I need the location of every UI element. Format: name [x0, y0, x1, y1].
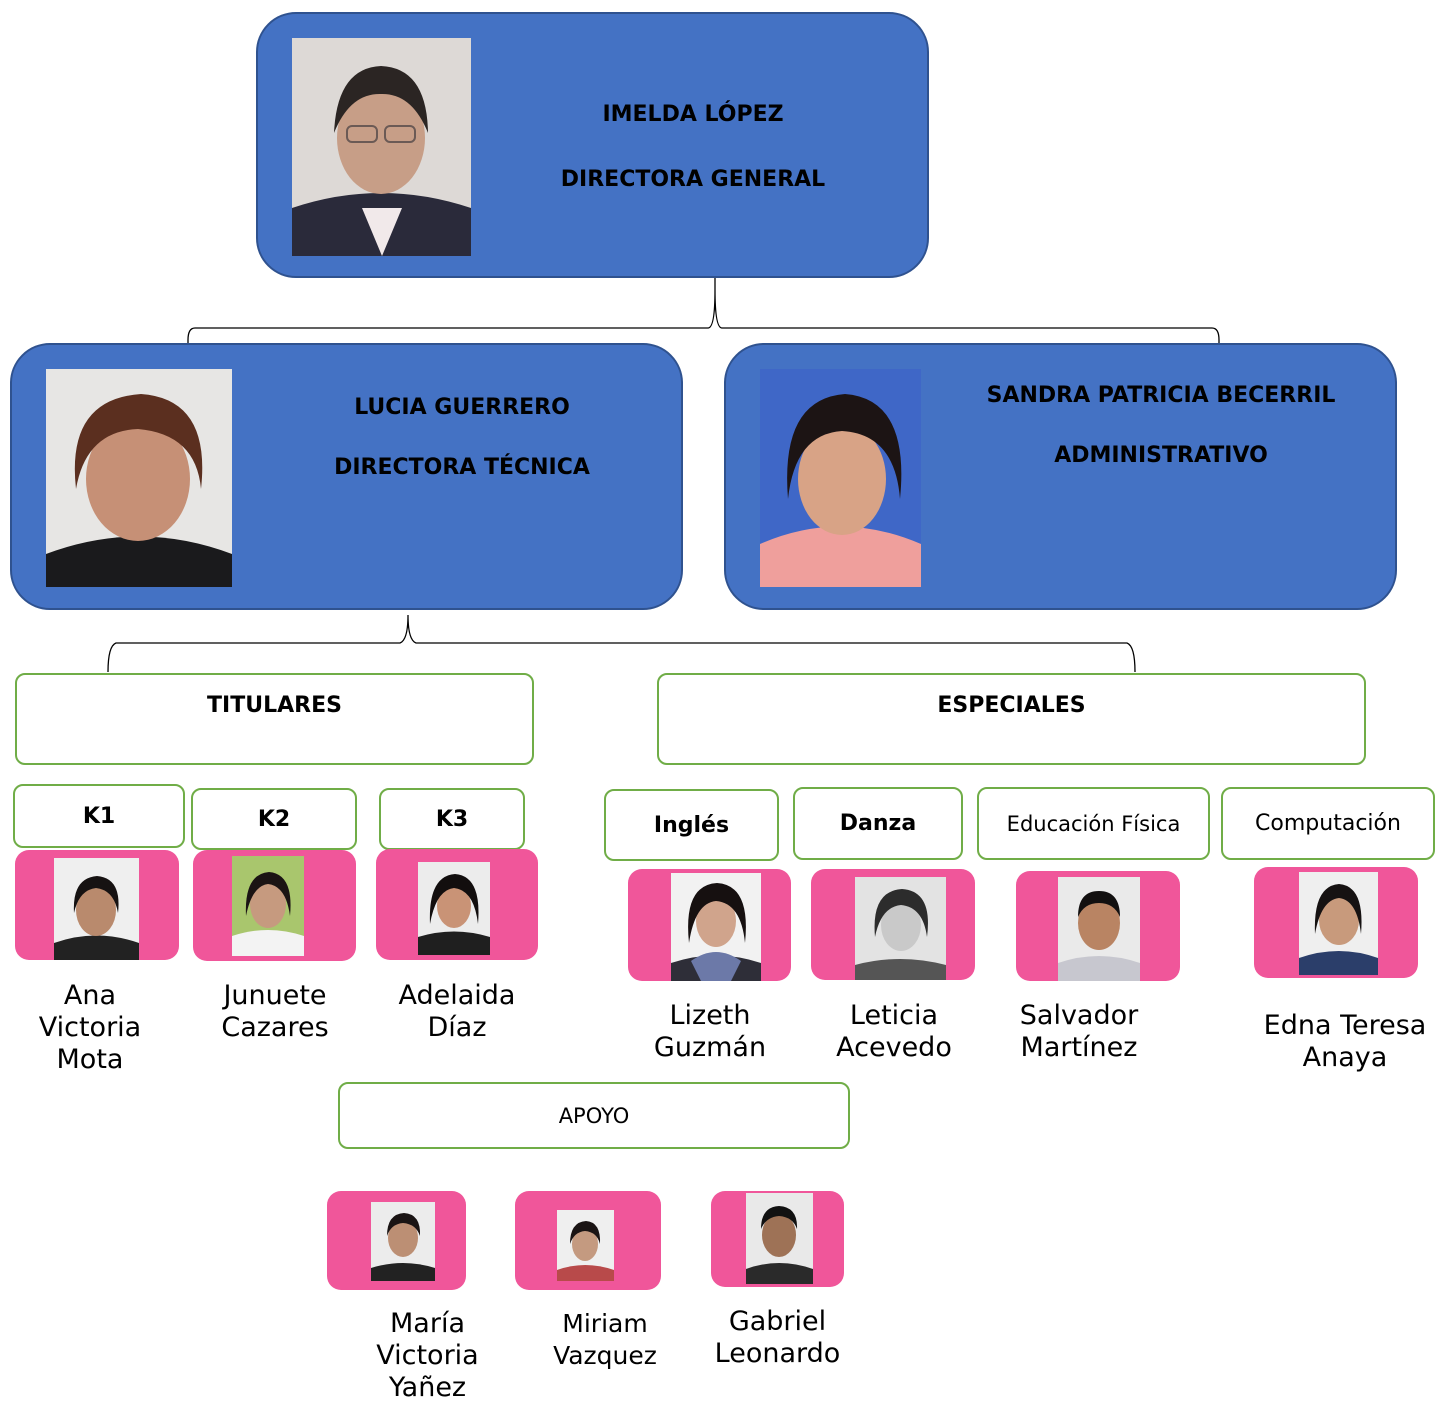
titulares-box: TITULARES — [15, 673, 534, 765]
connector-tecnica — [107, 614, 1136, 673]
grade-k2-box: K2 — [191, 788, 357, 850]
danza-photo — [855, 877, 946, 980]
staff-name-k1: Ana Victoria Mota — [38, 980, 142, 1075]
apoyo-box: APOYO — [338, 1082, 850, 1149]
director-name: IMELDA LÓPEZ — [602, 102, 784, 127]
photo-card-apoyo2 — [515, 1191, 661, 1290]
subject-danza-box: Danza — [793, 787, 963, 860]
ingles-photo — [671, 873, 761, 981]
tecnica-name: LUCIA GUERRERO — [354, 395, 570, 420]
staff-name-apoyo1: María Victoria Yañez — [376, 1308, 479, 1403]
photo-card-k2 — [193, 850, 356, 961]
photo-card-ingles — [628, 869, 791, 981]
connector-director — [187, 265, 1220, 400]
apoyo2-photo — [557, 1210, 614, 1281]
director-photo — [292, 38, 471, 256]
photo-card-apoyo1 — [327, 1191, 466, 1290]
subject-computacion-box: Computación — [1221, 787, 1435, 860]
computacion-photo — [1299, 872, 1378, 975]
photo-card-computacion — [1254, 867, 1418, 978]
tecnica-role: DIRECTORA TÉCNICA — [334, 455, 590, 480]
admin-photo — [760, 369, 921, 587]
grade-k1-box: K1 — [13, 784, 185, 848]
k1-photo — [54, 858, 139, 960]
admin-role: ADMINISTRATIVO — [1054, 443, 1268, 468]
director-role: DIRECTORA GENERAL — [560, 167, 826, 192]
admin-card: SANDRA PATRICIA BECERRIL ADMINISTRATIVO — [724, 343, 1397, 610]
staff-name-apoyo2: Miriam Vazquez — [553, 1309, 657, 1370]
photo-card-edfisica — [1016, 871, 1180, 981]
k2-photo — [232, 856, 304, 956]
staff-name-computacion: Edna Teresa Anaya — [1263, 1010, 1427, 1073]
staff-name-k3: Adelaida Díaz — [398, 980, 516, 1043]
photo-card-apoyo3 — [711, 1191, 844, 1287]
staff-name-danza: Leticia Acevedo — [836, 1000, 952, 1063]
tecnica-card: LUCIA GUERRERO DIRECTORA TÉCNICA — [10, 343, 683, 610]
k3-photo — [418, 862, 490, 955]
subject-edfisica-box: Educación Física — [977, 787, 1210, 860]
photo-card-k3 — [376, 849, 538, 960]
especiales-box: ESPECIALES — [657, 673, 1366, 765]
admin-name: SANDRA PATRICIA BECERRIL — [986, 383, 1336, 408]
staff-name-edfisica: Salvador Martínez — [1019, 1000, 1139, 1063]
photo-card-k1 — [15, 850, 179, 960]
grade-k3-box: K3 — [379, 788, 525, 850]
edfisica-photo — [1058, 877, 1140, 981]
director-card: IMELDA LÓPEZ DIRECTORA GENERAL — [256, 12, 929, 278]
apoyo1-photo — [371, 1202, 435, 1281]
staff-name-k2: Junuete Cazares — [221, 980, 329, 1043]
staff-name-ingles: Lizeth Guzmán — [653, 1000, 767, 1063]
photo-card-danza — [811, 869, 975, 980]
subject-ingles-box: Inglés — [604, 789, 779, 861]
staff-name-apoyo3: Gabriel Leonardo — [714, 1306, 841, 1369]
apoyo3-photo — [746, 1193, 813, 1284]
tecnica-photo — [46, 369, 232, 587]
